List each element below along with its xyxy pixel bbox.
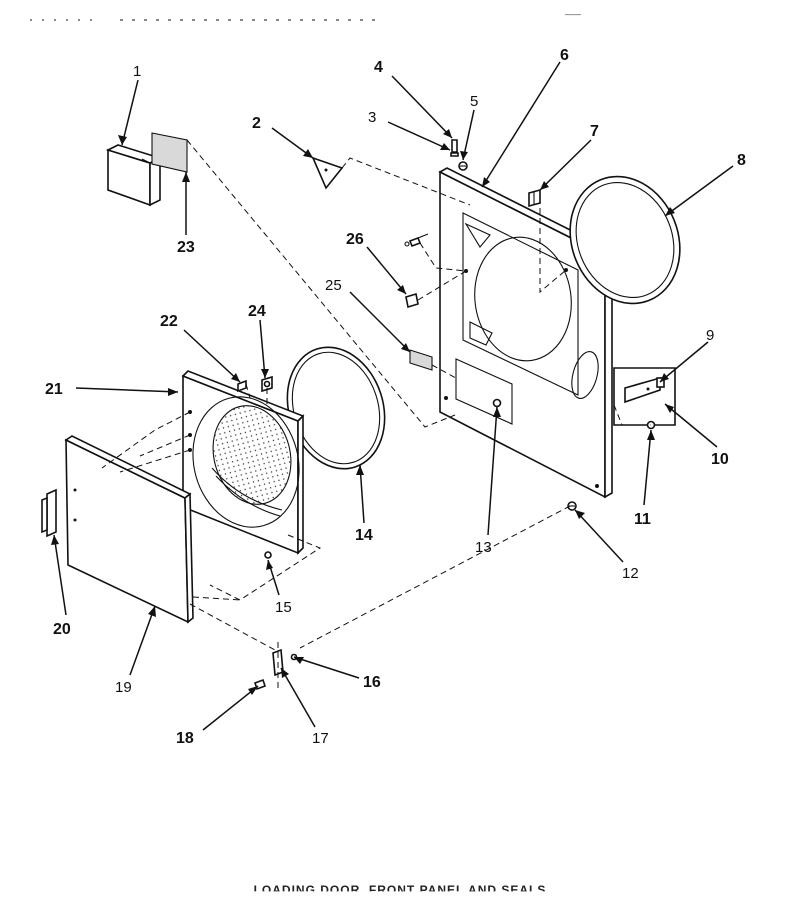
part-bumper <box>404 233 429 309</box>
part-door-screw <box>264 551 272 559</box>
arrowheads <box>51 129 675 695</box>
part-outer-door-panel <box>64 435 194 624</box>
part-small-screws <box>567 420 656 511</box>
callout-9: 9 <box>706 327 714 344</box>
part-plate <box>409 349 433 371</box>
callout-17: 17 <box>312 730 329 747</box>
part-door-frame <box>181 370 305 555</box>
callout-4: 4 <box>374 59 383 76</box>
callout-23: 23 <box>177 239 195 256</box>
callout-22: 22 <box>160 313 178 330</box>
part-top-screws <box>450 139 468 171</box>
callout-16: 16 <box>363 674 381 691</box>
part-bracket <box>311 156 344 190</box>
callout-20: 20 <box>53 621 71 638</box>
callout-12: 12 <box>622 565 639 582</box>
callout-7: 7 <box>590 123 599 140</box>
callout-14: 14 <box>355 527 373 544</box>
callout-21: 21 <box>45 381 63 398</box>
callout-3: 3 <box>368 109 376 126</box>
callout-26: 26 <box>346 231 364 248</box>
callout-2: 2 <box>252 115 261 132</box>
part-center-screw <box>492 398 502 408</box>
page-reference-mark: —— <box>565 10 581 19</box>
callout-13: 13 <box>475 539 492 556</box>
callout-19: 19 <box>115 679 132 696</box>
part-control-box <box>105 144 163 207</box>
callout-5: 5 <box>470 93 478 110</box>
callouts: 1 2 3 4 5 6 7 8 9 10 11 12 13 14 15 16 1… <box>45 47 746 747</box>
callout-25: 25 <box>325 277 342 294</box>
part-clip <box>528 188 541 208</box>
callout-18: 18 <box>176 730 194 747</box>
callout-1: 1 <box>133 63 141 80</box>
callout-24: 24 <box>248 303 266 320</box>
callout-11: 11 <box>634 511 651 528</box>
callout-8: 8 <box>737 152 746 169</box>
leader-lines <box>53 61 734 731</box>
callout-10: 10 <box>711 451 729 468</box>
callout-6: 6 <box>560 47 569 64</box>
part-label <box>151 132 188 173</box>
part-panel-seal-ring <box>569 175 681 305</box>
part-hinge <box>41 488 57 538</box>
callout-15: 15 <box>275 599 292 616</box>
diagram-title: LOADING DOOR, FRONT PANEL AND SEALS <box>253 883 547 897</box>
part-latch-parts <box>237 375 273 393</box>
assembly-lines <box>101 139 651 690</box>
part-front-panel <box>438 167 614 499</box>
